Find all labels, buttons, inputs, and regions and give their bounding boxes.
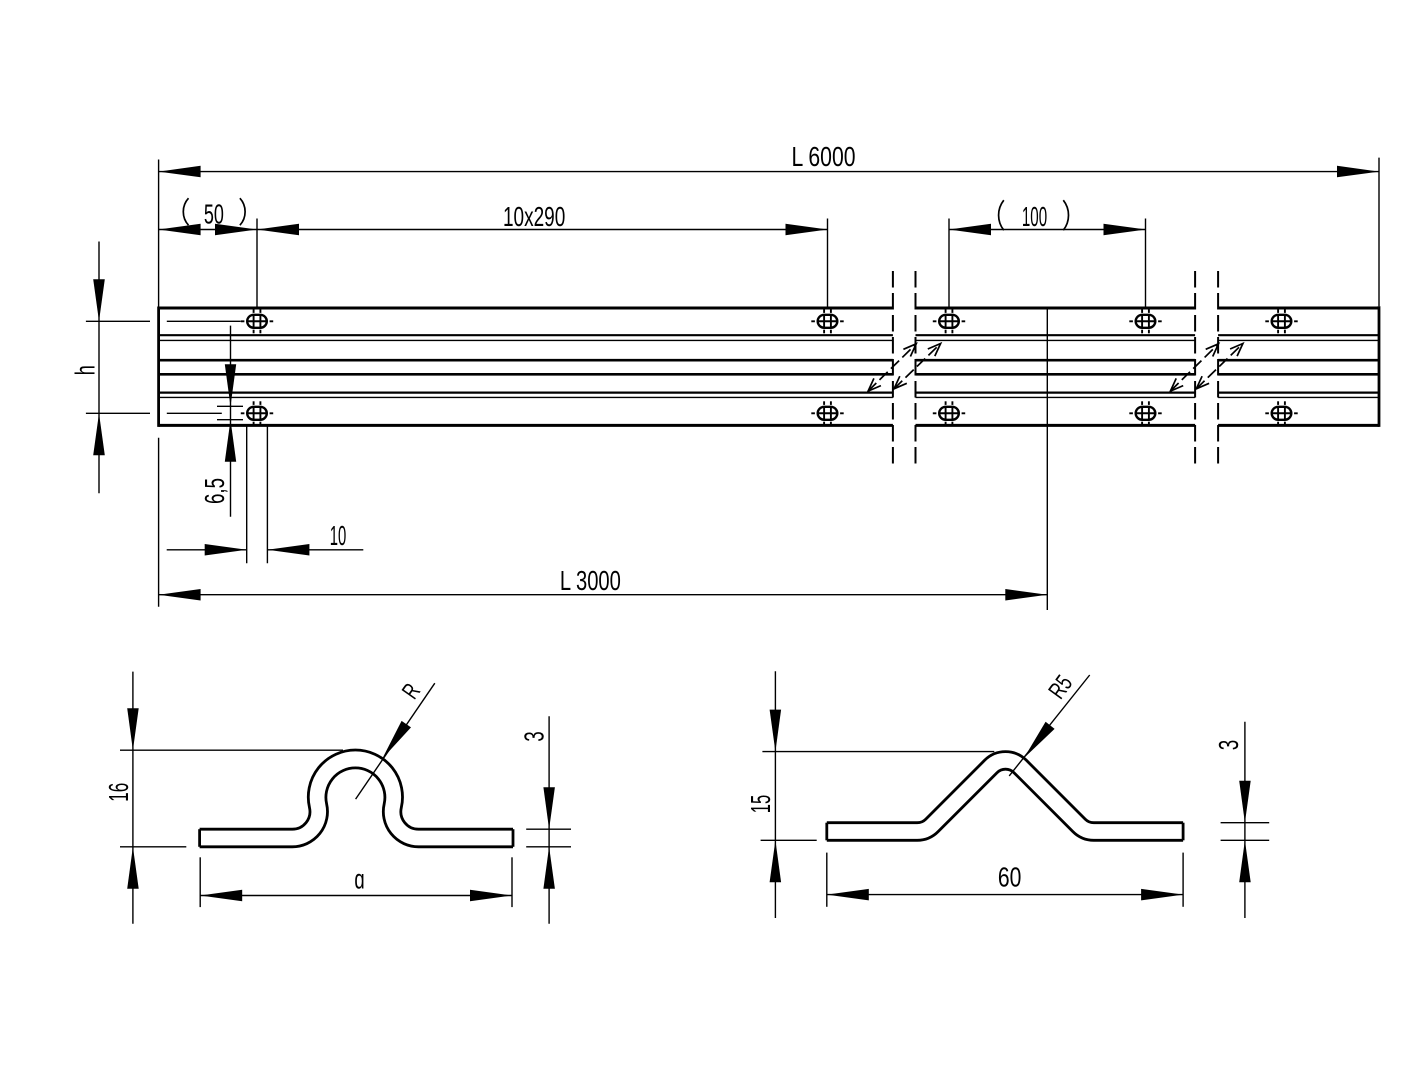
- svg-text:10x290: 10x290: [503, 201, 565, 232]
- svg-text:60: 60: [998, 861, 1022, 892]
- svg-text:R: R: [397, 679, 426, 704]
- svg-text:R5: R5: [1044, 670, 1079, 704]
- svg-text:100: 100: [1022, 201, 1047, 232]
- svg-text:h: h: [69, 365, 100, 375]
- svg-text:ɑ: ɑ: [354, 864, 364, 895]
- svg-text:10: 10: [330, 520, 347, 551]
- svg-text:3: 3: [1213, 740, 1244, 751]
- svg-text:L 3000: L 3000: [560, 565, 621, 596]
- svg-text:16: 16: [103, 783, 134, 802]
- svg-text:6,5: 6,5: [199, 478, 230, 504]
- svg-text:50: 50: [204, 199, 224, 230]
- svg-text:15: 15: [745, 795, 776, 814]
- svg-text:3: 3: [518, 731, 549, 742]
- svg-text:L 6000: L 6000: [792, 141, 856, 172]
